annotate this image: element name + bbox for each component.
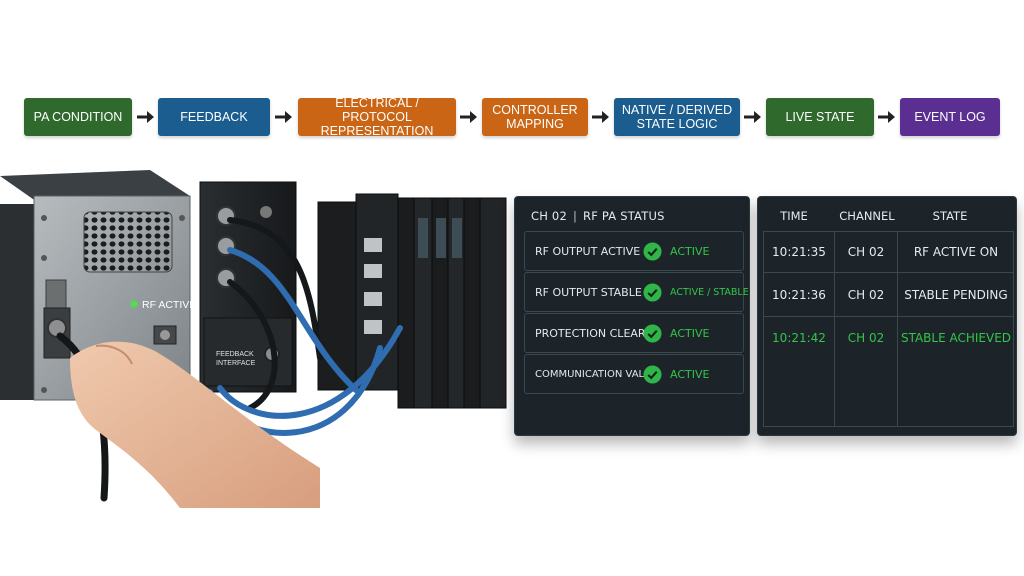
status-value: ACTIVE (670, 326, 710, 340)
status-row-communication-valid: COMMUNICATION VALID ACTIVE (524, 354, 744, 394)
cell-time: 10:21:36 (772, 288, 826, 302)
arrow-right-icon (744, 111, 761, 123)
header-separator: | (572, 209, 578, 223)
cell-channel: CH 02 (847, 331, 885, 345)
event-log-panel: TIME CHANNEL STATE 10:21:35 CH 02 RF ACT… (757, 196, 1017, 436)
step-label: LIVE STATE (785, 110, 855, 124)
check-circle-icon (643, 242, 662, 261)
event-log-table: 10:21:35 CH 02 RF ACTIVE ON 10:21:36 CH … (763, 231, 1014, 427)
cell-channel: CH 02 (847, 245, 885, 259)
step-electrical-protocol: ELECTRICAL / PROTOCOL REPRESENTATION (298, 96, 456, 138)
cell-time: 10:21:35 (772, 245, 826, 259)
step-label-line2: REPRESENTATION (320, 124, 434, 138)
status-value: ACTIVE (670, 367, 710, 381)
status-row-rf-output-active: RF OUTPUT ACTIVE ACTIVE (524, 231, 744, 271)
status-value: ACTIVE / STABLE (670, 286, 749, 298)
feedback-label-line2: INTERFACE (216, 360, 256, 367)
hand (70, 341, 320, 508)
status-row-protection-clear: PROTECTION CLEAR ACTIVE (524, 313, 744, 353)
step-label: EVENT LOG (914, 110, 986, 124)
step-label-line1: ELECTRICAL / PROTOCOL (335, 96, 419, 124)
arrow-right-icon (878, 111, 895, 123)
step-event-log: EVENT LOG (900, 98, 1000, 136)
status-row-rf-output-stable: RF OUTPUT STABLE ACTIVE / STABLE (524, 272, 749, 312)
step-pa-condition: PA CONDITION (24, 98, 132, 136)
arrow-right-icon (137, 111, 154, 123)
cell-state: RF ACTIVE ON (913, 245, 999, 259)
cell-time: 10:21:42 (772, 331, 826, 345)
column-header-time: TIME (780, 209, 808, 223)
status-title: RF PA STATUS (583, 209, 665, 223)
step-label-line2: STATE LOGIC (636, 117, 718, 131)
feedback-label-line1: FEEDBACK (216, 351, 254, 358)
cell-channel: CH 02 (847, 288, 885, 302)
status-label: COMMUNICATION VALID (535, 368, 655, 380)
step-label-line1: NATIVE / DERIVED (621, 103, 733, 117)
step-native-derived-state-logic: NATIVE / DERIVED STATE LOGIC (614, 98, 740, 136)
check-circle-icon (643, 283, 662, 302)
arrow-right-icon (460, 111, 477, 123)
step-label-line2: MAPPING (506, 117, 564, 131)
step-controller-mapping: CONTROLLER MAPPING (482, 98, 588, 136)
channel-label: CH 02 (531, 209, 567, 223)
hardware-illustration: RF ACTIVE FEEDBACK INTERFACE (0, 170, 507, 508)
step-label: FEEDBACK (180, 110, 248, 124)
arrow-right-icon (275, 111, 292, 123)
check-circle-icon (643, 365, 662, 384)
step-label-line1: CONTROLLER (492, 103, 578, 117)
cell-state: STABLE ACHIEVED (900, 331, 1012, 345)
step-feedback: FEEDBACK (158, 98, 270, 136)
check-circle-icon (643, 324, 662, 343)
status-value: ACTIVE (670, 244, 710, 258)
status-label: PROTECTION CLEAR (535, 326, 646, 340)
process-flow: PA CONDITION FEEDBACK ELECTRICAL / PROTO… (24, 96, 1000, 138)
status-label: RF OUTPUT STABLE (535, 285, 642, 299)
rf-pa-status-panel: CH 02 | RF PA STATUS RF OUTPUT ACTIVE ACTI… (514, 196, 750, 436)
arrow-right-icon (592, 111, 609, 123)
cell-state: STABLE PENDING (904, 288, 1008, 302)
step-live-state: LIVE STATE (766, 98, 874, 136)
column-header-channel: CHANNEL (839, 209, 895, 223)
step-label: PA CONDITION (33, 110, 123, 124)
status-panel-header: CH 02 | RF PA STATUS (531, 209, 665, 223)
column-header-state: STATE (932, 209, 968, 223)
status-label: RF OUTPUT ACTIVE (535, 244, 641, 258)
rf-active-label: RF ACTIVE (142, 299, 196, 311)
